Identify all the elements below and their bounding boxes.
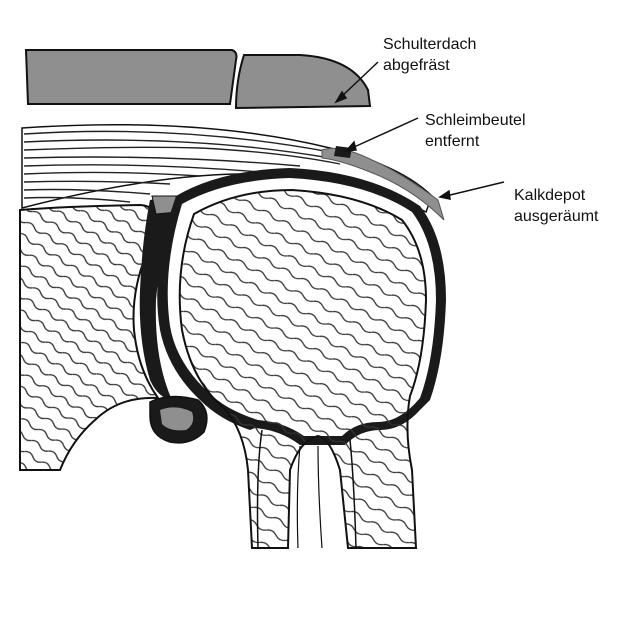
acromion	[26, 50, 370, 108]
acromion-left-block	[26, 50, 237, 104]
calcium-label: Kalkdepot ausgeräumt	[514, 185, 599, 227]
bursa-label: Schleimbeutel entfernt	[425, 110, 526, 152]
bursa-arrow	[352, 118, 418, 148]
acromion-label: Schulterdach abgefräst	[383, 34, 476, 76]
acromion-label-line2: abgefräst	[383, 55, 476, 76]
calcium-arrow	[446, 182, 504, 196]
acromion-label-line1: Schulterdach	[383, 34, 476, 55]
bursa-label-line1: Schleimbeutel	[425, 110, 526, 131]
bursa-label-line2: entfernt	[425, 131, 526, 152]
acromion-right-block	[236, 55, 370, 108]
calcium-label-line1: Kalkdepot	[514, 185, 599, 206]
scapula-glenoid	[20, 205, 158, 470]
calcium-label-line2: ausgeräumt	[514, 206, 599, 227]
humerus	[157, 168, 446, 548]
